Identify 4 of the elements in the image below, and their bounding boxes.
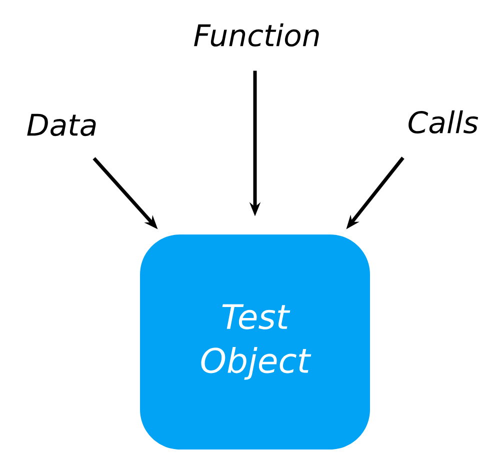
input-label: Function — [194, 23, 319, 47]
input-label: Data — [27, 114, 96, 136]
input-label: Calls — [408, 110, 478, 134]
object-box: Test Object — [140, 234, 370, 450]
